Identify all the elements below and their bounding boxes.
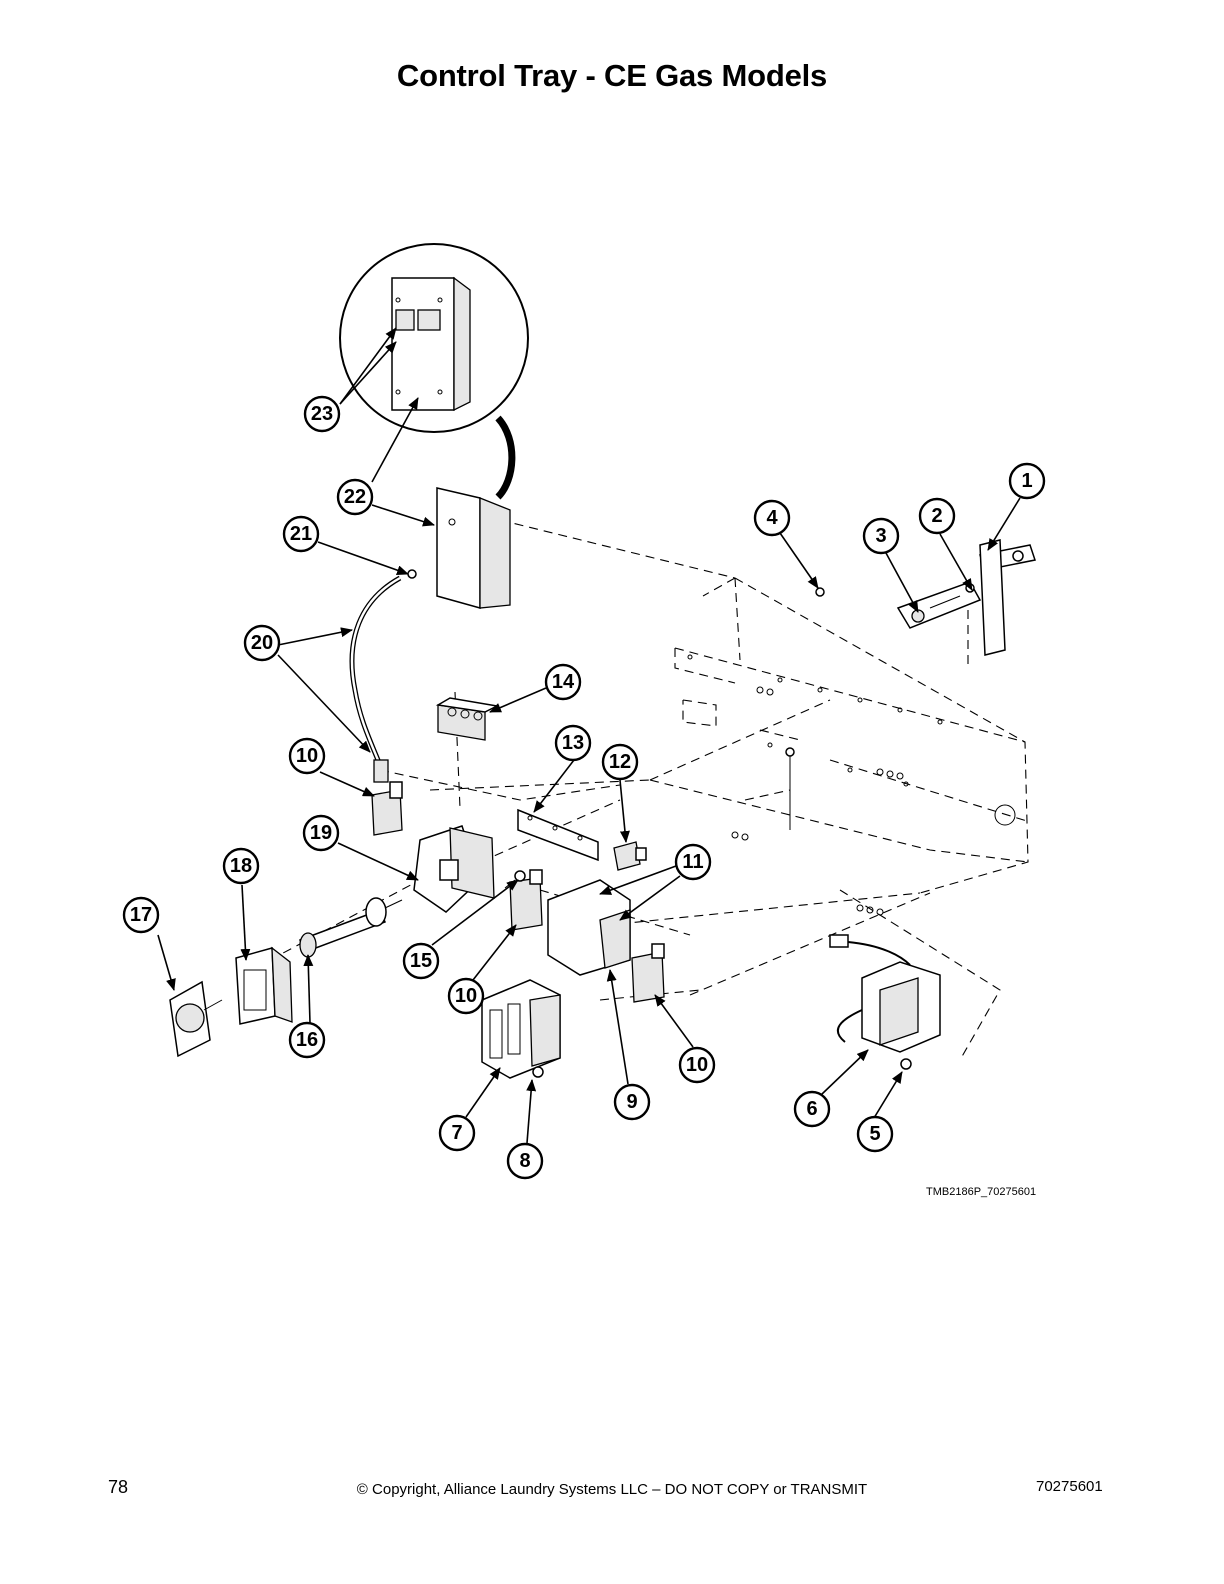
transformer bbox=[829, 934, 941, 1053]
svg-text:9: 9 bbox=[626, 1091, 637, 1113]
page-number: 78 bbox=[108, 1477, 129, 1497]
callout-18: 18 bbox=[222, 847, 260, 885]
rotary-shaft bbox=[299, 897, 403, 958]
sensor-wire bbox=[349, 569, 417, 783]
callout-4: 4 bbox=[753, 499, 791, 537]
callout-6: 6 bbox=[793, 1090, 831, 1128]
callout-2: 2 bbox=[918, 497, 956, 535]
callout-12: 12 bbox=[601, 743, 639, 781]
document-number: 70275601 bbox=[1036, 1478, 1103, 1495]
svg-text:15: 15 bbox=[410, 950, 432, 972]
callout-13: 13 bbox=[554, 724, 592, 762]
callout-11: 11 bbox=[674, 843, 712, 881]
relay-right bbox=[631, 943, 665, 1003]
svg-text:2: 2 bbox=[931, 505, 942, 527]
inset-detail bbox=[339, 243, 529, 500]
svg-text:23: 23 bbox=[311, 403, 333, 425]
svg-text:16: 16 bbox=[296, 1029, 318, 1051]
svg-text:22: 22 bbox=[344, 486, 366, 508]
svg-text:13: 13 bbox=[562, 732, 584, 754]
drawing-id: TMB2186P_70275601 bbox=[926, 1186, 1037, 1198]
svg-text:20: 20 bbox=[251, 632, 273, 654]
svg-text:5: 5 bbox=[869, 1123, 880, 1145]
svg-text:3: 3 bbox=[875, 525, 886, 547]
relay-middle bbox=[509, 869, 543, 931]
callout-17: 17 bbox=[122, 896, 160, 934]
mounting-rail bbox=[517, 808, 599, 862]
callout-20: 20 bbox=[243, 624, 281, 662]
callout-21: 21 bbox=[282, 515, 320, 553]
svg-text:7: 7 bbox=[451, 1122, 462, 1144]
callout-10-top-left: 10 bbox=[288, 737, 326, 775]
leader-lines bbox=[157, 327, 1021, 1144]
contactor-switch bbox=[413, 825, 495, 913]
terminal-block bbox=[435, 697, 500, 741]
callout-10-center: 10 bbox=[447, 977, 485, 1015]
svg-text:4: 4 bbox=[766, 507, 778, 529]
indicator-switch bbox=[613, 841, 647, 871]
callout-15: 15 bbox=[402, 942, 440, 980]
page-title: Control Tray - CE Gas Models bbox=[396, 58, 828, 93]
svg-text:21: 21 bbox=[290, 523, 312, 545]
bracket-assembly bbox=[896, 539, 1036, 656]
copyright-notice: © Copyright, Alliance Laundry Systems LL… bbox=[356, 1481, 868, 1498]
callout-14: 14 bbox=[544, 663, 582, 701]
svg-text:10: 10 bbox=[296, 745, 318, 767]
contactor-screw bbox=[532, 1066, 544, 1078]
svg-text:10: 10 bbox=[455, 985, 477, 1007]
svg-text:19: 19 bbox=[310, 822, 332, 844]
contactor bbox=[481, 979, 561, 1079]
svg-text:17: 17 bbox=[130, 904, 152, 926]
svg-text:8: 8 bbox=[519, 1150, 530, 1172]
tray-stud bbox=[785, 747, 795, 830]
callout-22: 22 bbox=[336, 478, 374, 516]
callout-7: 7 bbox=[438, 1114, 476, 1152]
svg-text:11: 11 bbox=[682, 851, 703, 873]
transformer-screw bbox=[900, 1058, 912, 1070]
callout-3: 3 bbox=[862, 517, 900, 555]
switch-housing bbox=[235, 946, 293, 1025]
selector-knob bbox=[169, 980, 223, 1058]
callout-19: 19 bbox=[302, 814, 340, 852]
tray-screw bbox=[815, 587, 825, 597]
svg-text:14: 14 bbox=[552, 671, 575, 693]
callout-23: 23 bbox=[303, 395, 341, 433]
relay-base bbox=[547, 879, 631, 976]
callout-8: 8 bbox=[506, 1142, 544, 1180]
callout-9: 9 bbox=[613, 1083, 651, 1121]
svg-text:18: 18 bbox=[230, 855, 252, 877]
callout-1: 1 bbox=[1008, 462, 1046, 500]
svg-text:1: 1 bbox=[1021, 470, 1032, 492]
ignition-module bbox=[436, 487, 511, 609]
relay-top bbox=[371, 781, 403, 836]
svg-text:12: 12 bbox=[609, 751, 631, 773]
svg-text:10: 10 bbox=[686, 1054, 708, 1076]
callout-16: 16 bbox=[288, 1021, 326, 1059]
callout-10-transformer-side: 10 bbox=[678, 1046, 716, 1084]
callout-5: 5 bbox=[856, 1115, 894, 1153]
svg-text:6: 6 bbox=[806, 1098, 817, 1120]
